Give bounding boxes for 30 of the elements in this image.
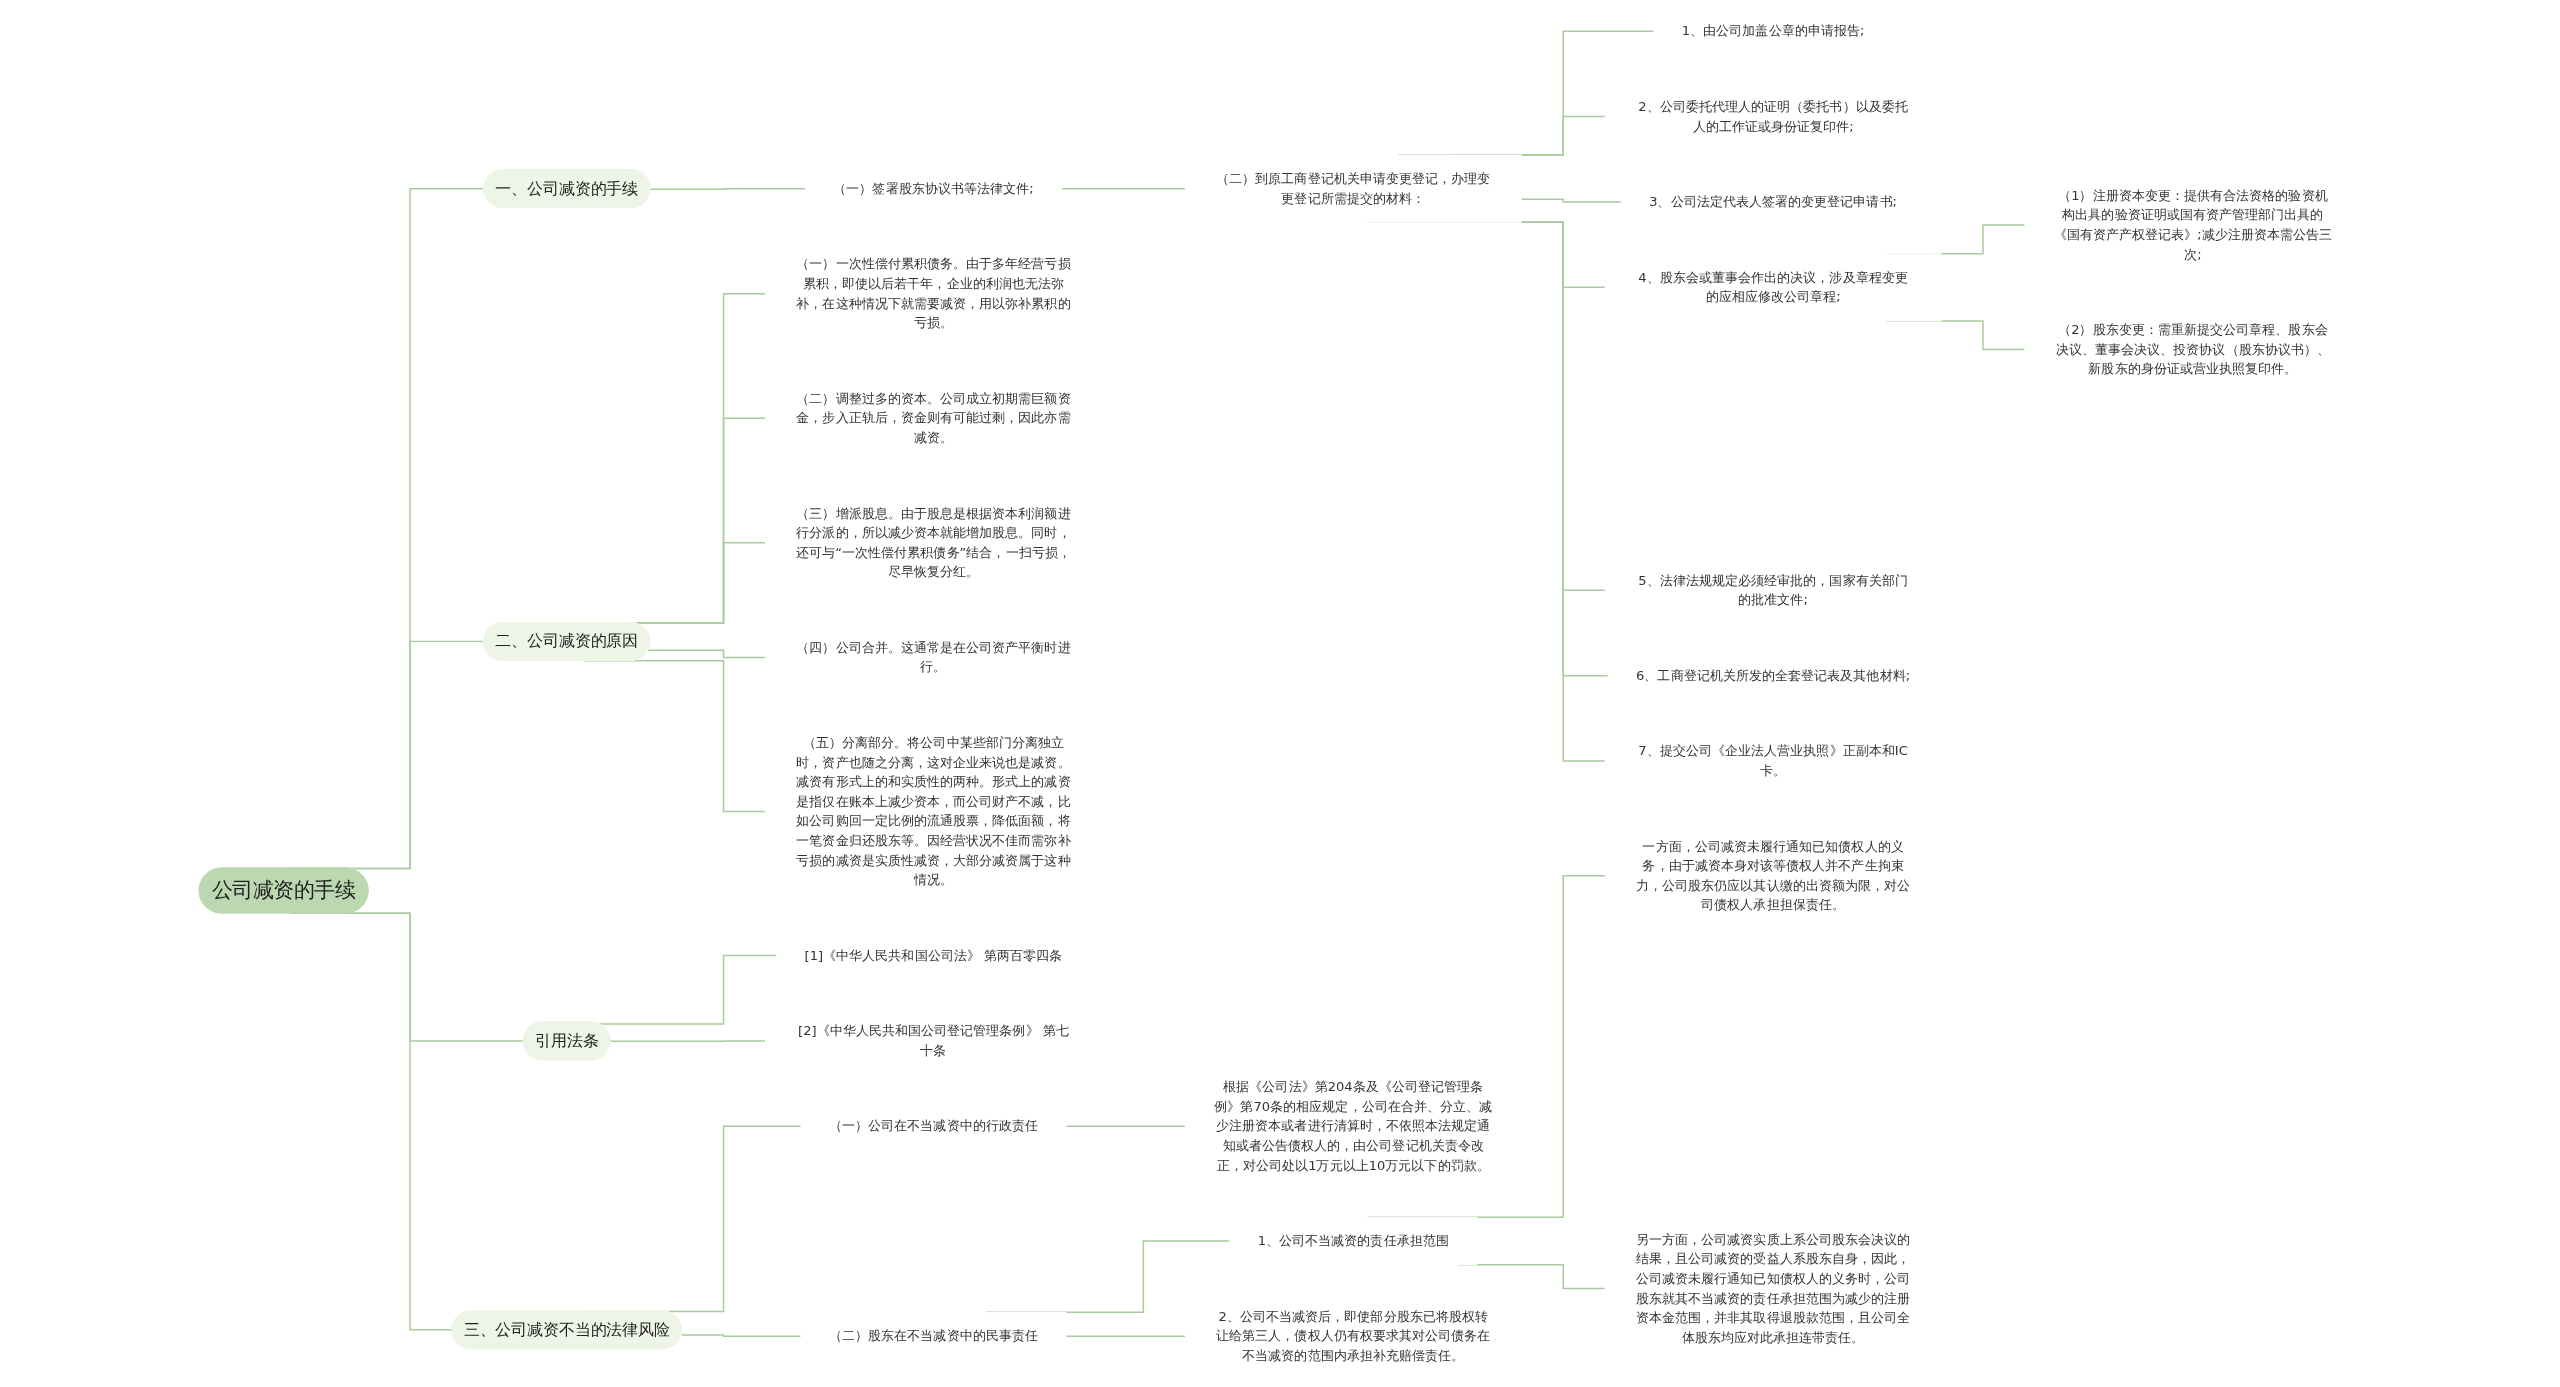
node-text: （四）公司合并。这通常是在公司资产平衡时进行。: [796, 639, 1071, 675]
node-text: [2]《中华人民共和国公司登记管理条例》 第七十条: [798, 1023, 1069, 1058]
node-text: （一）公司在不当减资中的行政责任: [828, 1118, 1038, 1134]
node-text: （三）增派股息。由于股息是根据资本利润额进行分派的，所以减少资本就能增加股息。同时，还可与“一次性偿付累积债务”结合，一扫亏损，尽早恢复分红。: [796, 505, 1071, 580]
connector: [1520, 198, 1622, 203]
node-text: 6、工商登记机关所发的全套登记表及其他材料;: [1636, 667, 1911, 683]
node-text: （五）分离部分。将公司中某些部门分离独立时，资产也随之分离，这对企业来说也是减资。减资有形式上的和实质性的两种。形式上的减资是指仅在账本上减少资本，而公司财产不减，比如公司购回一定比例的流通股票，降低面额，将一笔资金归还股东等。因经营状况不佳而需弥补亏损的减资是实质性减资，大部分减资属于这种情况。: [796, 734, 1071, 887]
node-text: （2）股东变更：需重新提交公司章程、股东会决议、董事会决议、投资协议（股东协议书）、新股东的身份证或营业执照复印件。: [2055, 322, 2331, 377]
node-text: （1）注册资本变更：提供有合法资格的验资机构出具的验资证明或国有资产管理部门出具的《国有资产产权登记表》;减少注册资本需公告三次;: [2053, 187, 2333, 262]
node-text: 2、公司不当减资后，即使部分股东已将股权转让给第三人，债权人仍有权要求其对公司债务在不当减资的范围内承担补充赔偿责任。: [1216, 1308, 1491, 1363]
node-text: 5、法律法规规定必须经审批的，国家有关部门的批准文件;: [1638, 572, 1908, 608]
connector: [1060, 187, 1187, 190]
node-text: 7、提交公司《企业法人营业执照》正副本和IC卡。: [1638, 743, 1908, 778]
connector: [1065, 1335, 1187, 1337]
connector: [680, 1334, 802, 1337]
connector: [1065, 1125, 1187, 1127]
node-text: 一方面，公司减资未履行通知已知债权人的义务，由于减资本身对该等债权人并不产生拘束力，公司股东仍应以其认缴的出资额为限，对公司债权人承担担保责任。: [1635, 838, 1911, 913]
node-text: 另一方面，公司减资实质上系公司股东会决议的结果，且公司减资的受益人系股东自身，因此，公司减资未履行通知已知债权人的义务时，公司股东就其不当减资的责任承担范围为减少的注册资本金范围，并非其取得退股款范围，且公司全体股东均应对此承担连带责任。: [1635, 1231, 1911, 1345]
node-text: 2、公司委托代理人的证明（委托书）以及委托人的工作证或身份证复印件;: [1638, 98, 1908, 134]
node-text: （一）一次性偿付累积债务。由于多年经营亏损累积，即使以后若干年，企业的利润也无法弥补，在这种情况下就需要减资，用以弥补累积的亏损。: [796, 256, 1071, 331]
node-text: （二）调整过多的资本。公司成立初期需巨额资金，步入正轨后，资金则有可能过剩，因此亦需减资。: [796, 390, 1071, 445]
connector: [609, 1040, 767, 1043]
connector: [647, 649, 767, 659]
node-text: （二）股东在不当减资中的民事责任: [828, 1328, 1038, 1344]
node-text: 3、公司法定代表人签署的变更登记申请书;: [1649, 194, 1897, 209]
connector: [649, 187, 807, 190]
node-text: [1]《中华人民共和国公司法》 第两百零四条: [804, 947, 1063, 963]
node-text: 根据《公司法》第204条及《公司登记管理条例》第70条的相应规定，公司在合并、分立、减少注册资本或者进行清算时，不依照本法规定通知或者公告债权人的，由公司登记机关责令改正，对公司处以1万元以上10万元以下的罚款。: [1214, 1079, 1493, 1173]
node-text: 1、由公司加盖公章的申请报告;: [1681, 23, 1865, 39]
node-text: （一）签署股东协议书等法律文件;: [833, 180, 1034, 196]
